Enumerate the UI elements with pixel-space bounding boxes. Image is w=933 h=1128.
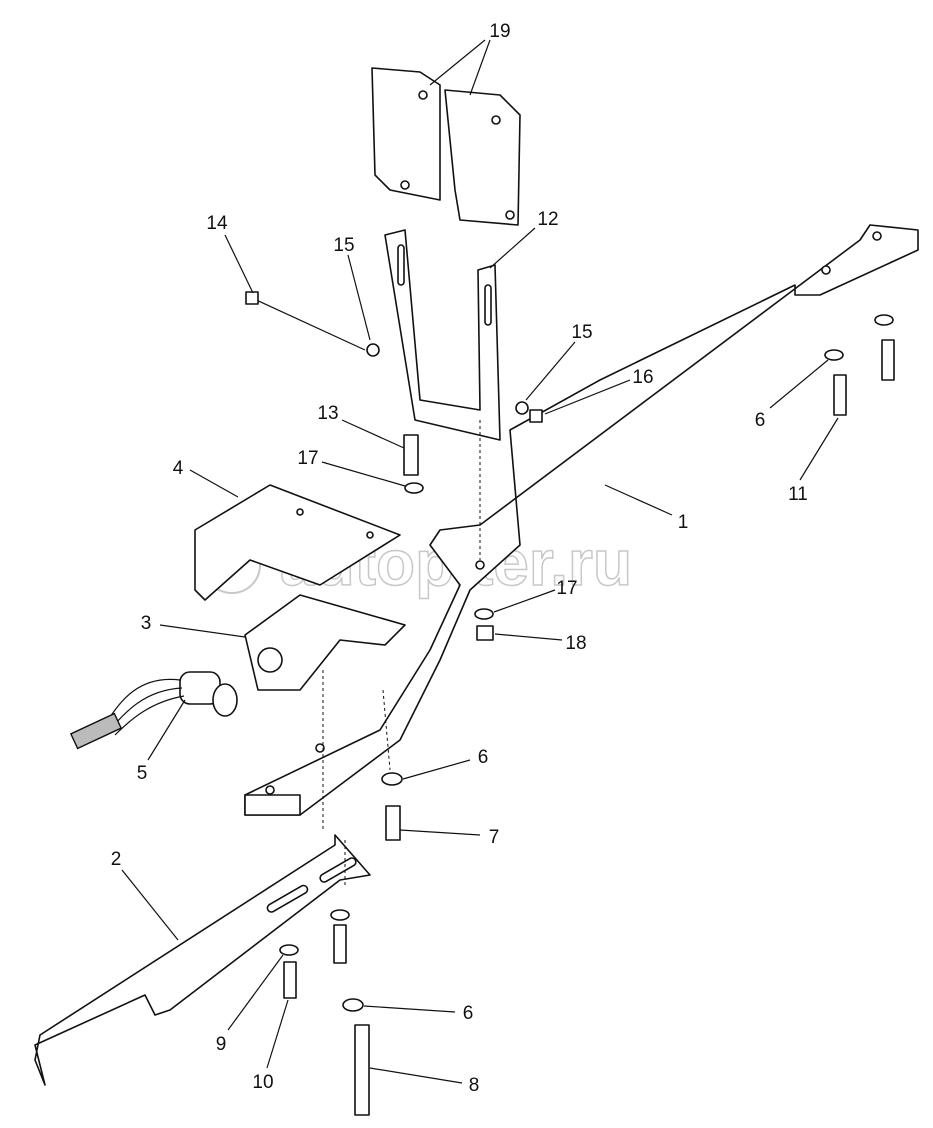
callout-1: 1 bbox=[678, 512, 689, 533]
callout-12: 12 bbox=[537, 209, 558, 230]
part-1-main-bracket bbox=[244, 224, 919, 816]
callout-7: 7 bbox=[489, 827, 500, 848]
callout-8: 8 bbox=[469, 1075, 480, 1096]
callout-2: 2 bbox=[111, 849, 122, 870]
part-15-washer-2 bbox=[515, 401, 529, 415]
part-6-washer-2 bbox=[381, 772, 403, 786]
callout-6-low: 6 bbox=[463, 1003, 474, 1024]
part-6-washer bbox=[824, 349, 844, 361]
part-16-nut bbox=[529, 409, 543, 423]
callout-19: 19 bbox=[489, 21, 510, 42]
part-2-lower-bar bbox=[34, 834, 371, 1086]
callout-16: 16 bbox=[632, 367, 653, 388]
callout-13: 13 bbox=[317, 403, 338, 424]
part-17-washer-2 bbox=[474, 608, 494, 620]
part-7-bolt bbox=[385, 805, 401, 841]
callout-15: 15 bbox=[333, 235, 354, 256]
part-11-bolt-2 bbox=[881, 339, 895, 381]
callout-10: 10 bbox=[252, 1072, 273, 1093]
callout-6: 6 bbox=[755, 410, 766, 431]
callout-15-right: 15 bbox=[571, 322, 592, 343]
part-8-bolt bbox=[354, 1024, 370, 1116]
part-15-washer bbox=[366, 343, 380, 357]
part-18-nut bbox=[476, 625, 494, 641]
callout-17: 17 bbox=[297, 448, 318, 469]
callout-11: 11 bbox=[788, 484, 808, 505]
part-11-bolt bbox=[833, 374, 847, 416]
part-14-bolt bbox=[245, 291, 366, 351]
part-10-bolt bbox=[283, 961, 297, 999]
part-13-bolt bbox=[403, 434, 419, 476]
leader-lines bbox=[121, 39, 839, 1084]
part-4-plate bbox=[194, 484, 401, 601]
part-5-sensor bbox=[69, 671, 238, 750]
callout-6-mid: 6 bbox=[478, 747, 489, 768]
callout-9: 9 bbox=[216, 1034, 227, 1055]
part-3-sensor-bracket bbox=[244, 594, 406, 691]
part-9-washer bbox=[279, 944, 299, 956]
callout-3: 3 bbox=[141, 613, 152, 634]
callout-5: 5 bbox=[137, 763, 148, 784]
part-19-clamp-left bbox=[371, 67, 441, 201]
part-19-clamp-right bbox=[444, 89, 521, 226]
part-17-washer bbox=[404, 482, 424, 494]
part-12-bracket bbox=[384, 229, 501, 441]
callout-18: 18 bbox=[565, 633, 586, 654]
part-6-washer-extra bbox=[874, 314, 894, 326]
callout-4: 4 bbox=[173, 458, 184, 479]
part-6-washer-3 bbox=[342, 998, 364, 1012]
callout-17-right: 17 bbox=[556, 578, 577, 599]
callout-14: 14 bbox=[206, 213, 228, 234]
